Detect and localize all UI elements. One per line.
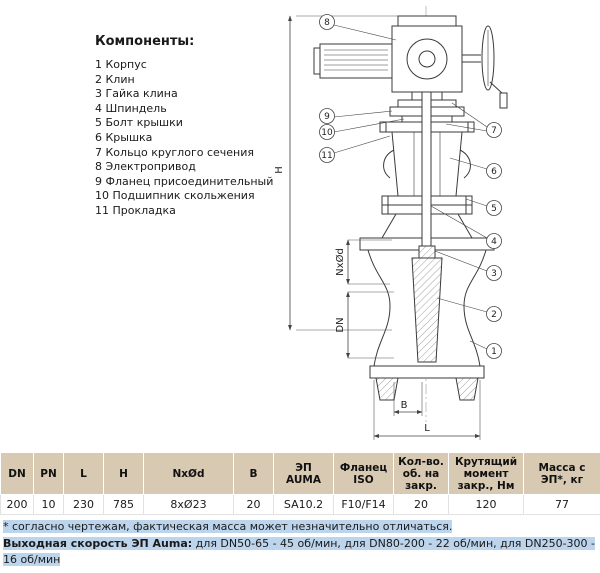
- callout-5: 5: [486, 200, 502, 216]
- footnote-speed: Выходная скорость ЭП Auma: для DN50-65 -…: [3, 536, 600, 569]
- component-item-4: 4 Шпиндель: [95, 101, 167, 115]
- value-flange: F10/F14: [333, 494, 394, 515]
- callout-1: 1: [486, 343, 502, 359]
- dim-label-b: B: [401, 400, 408, 411]
- col-header-b: B: [233, 452, 274, 495]
- component-item-11: 11 Прокладка: [95, 203, 176, 217]
- value-l: 230: [63, 494, 104, 515]
- footnote-speed-text: для DN50-65 - 45 об/мин, для DN80-200 - …: [3, 536, 595, 567]
- col-header-l: L: [63, 452, 104, 495]
- dim-label-h: H: [274, 166, 285, 174]
- value-mass: 77: [523, 494, 600, 515]
- col-header-dn: DN: [0, 452, 34, 495]
- component-item-9: 9 Фланец присоединительный: [95, 174, 274, 188]
- value-pn: 10: [33, 494, 64, 515]
- callout-2: 2: [486, 306, 502, 322]
- svg-text:8: 8: [324, 18, 330, 28]
- col-header-ep-auma: ЭП AUMA: [273, 452, 334, 495]
- svg-text:10: 10: [321, 128, 333, 138]
- dim-label-dn: DN: [335, 317, 346, 332]
- value-torque: 120: [448, 494, 524, 515]
- svg-text:4: 4: [491, 237, 497, 247]
- col-header-turns: Кол-во. об. на закр.: [393, 452, 449, 495]
- actuator-group: [313, 15, 508, 109]
- value-dn: 200: [0, 494, 34, 515]
- wedge-nut: [418, 245, 436, 259]
- callout-8: 8: [319, 14, 335, 30]
- component-item-1: 1 Корпус: [95, 58, 147, 71]
- callout-3: 3: [486, 265, 502, 281]
- callout-7: 7: [486, 122, 502, 138]
- dimension-lines: [288, 15, 481, 440]
- footnote-mass: * согласно чертежам, фактическая масса м…: [3, 519, 600, 536]
- svg-text:5: 5: [491, 204, 497, 214]
- component-item-2: 2 Клин: [95, 72, 135, 86]
- value-nxod: 8xØ23: [143, 494, 234, 515]
- value-turns: 20: [393, 494, 449, 515]
- col-header-flange: Фланец ISO: [333, 452, 394, 495]
- spec-table: DN PN L H NxØd B ЭП AUMA Фланец ISO Кол-…: [0, 452, 600, 515]
- svg-text:2: 2: [491, 310, 497, 320]
- spec-table-header-row: DN PN L H NxØd B ЭП AUMA Фланец ISO Кол-…: [0, 452, 600, 495]
- components-list: Компоненты: 1 Корпус 2 Клин 3 Гайка клин…: [95, 34, 273, 219]
- callout-11: 11: [319, 147, 335, 163]
- svg-text:11: 11: [321, 151, 332, 161]
- svg-text:9: 9: [324, 112, 330, 122]
- component-item-6: 6 Крышка: [95, 130, 153, 144]
- dim-label-nxod: NxØd: [334, 248, 346, 276]
- col-header-mass: Масса с ЭП*, кг: [523, 452, 600, 495]
- spec-table-value-row: 200 10 230 785 8xØ23 20 SA10.2 F10/F14 2…: [0, 494, 600, 515]
- footnote-speed-label: Выходная скорость ЭП Auma:: [3, 536, 193, 550]
- wedge: [411, 257, 443, 363]
- component-item-3: 3 Гайка клина: [95, 87, 178, 101]
- svg-text:7: 7: [491, 126, 497, 136]
- col-header-pn: PN: [33, 452, 64, 495]
- callout-4: 4: [486, 233, 502, 249]
- value-b: 20: [233, 494, 274, 515]
- callout-leaders: [333, 24, 488, 350]
- callout-10: 10: [319, 124, 335, 140]
- components-title: Компоненты:: [95, 34, 195, 49]
- dim-label-l: L: [424, 423, 430, 434]
- col-header-nxod: NxØd: [143, 452, 234, 495]
- footnotes: * согласно чертежам, фактическая масса м…: [3, 519, 600, 569]
- value-h: 785: [103, 494, 144, 515]
- component-item-10: 10 Подшипник скольжения: [95, 189, 255, 203]
- callout-6: 6: [486, 163, 502, 179]
- valve-body-group: [359, 91, 495, 401]
- col-header-h: H: [103, 452, 144, 495]
- svg-text:6: 6: [491, 167, 497, 177]
- footnote-mass-text: * согласно чертежам, фактическая масса м…: [3, 520, 453, 533]
- svg-text:3: 3: [491, 269, 497, 279]
- callout-9: 9: [319, 108, 335, 124]
- component-item-5: 5 Болт крышки: [95, 116, 183, 130]
- value-ep-auma: SA10.2: [273, 494, 334, 515]
- svg-text:1: 1: [491, 347, 497, 357]
- valve-drawing: H NxØd DN B L 8 9 10 11 7 6 5: [274, 6, 508, 440]
- component-item-7: 7 Кольцо круглого сечения: [95, 145, 254, 159]
- component-item-8: 8 Электропривод: [95, 160, 196, 174]
- callouts: 8 9 10 11 7 6 5 4 3 2 1: [319, 14, 502, 359]
- col-header-torque: Крутящий момент закр., Нм: [448, 452, 524, 495]
